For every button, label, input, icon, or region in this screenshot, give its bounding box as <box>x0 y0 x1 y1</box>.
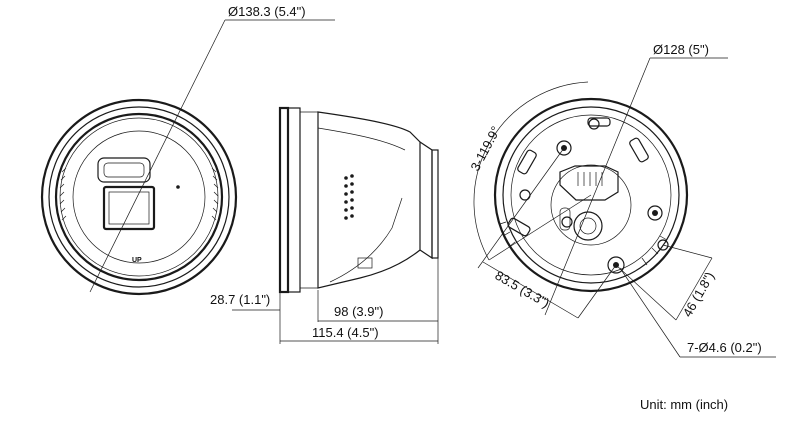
side-view: 28.7 (1.1") 98 (3.9") 115.4 (4.5") <box>210 106 439 344</box>
spacing-a-dim-line <box>482 261 579 319</box>
side-offset-label: 28.7 (1.1") <box>210 292 270 307</box>
front-ring-4 <box>59 117 219 277</box>
front-indicator <box>176 185 180 189</box>
base-slot-right <box>629 137 649 163</box>
base-diameter-label: Ø128 (5") <box>653 42 709 57</box>
base-angle-arc <box>473 81 589 261</box>
front-diameter-label: Ø138.3 (5.4") <box>228 4 306 19</box>
side-total-label: 115.4 (4.5") <box>312 325 379 340</box>
base-center-ring <box>550 164 632 246</box>
base-cable-bracket <box>559 165 619 201</box>
front-up-label: UP <box>132 257 142 264</box>
front-lens-window <box>102 185 156 231</box>
base-outer-ring <box>493 97 689 293</box>
front-view: UP Ø138.3 (5.4") <box>40 4 335 296</box>
spacing-b-dim-line <box>675 257 713 321</box>
base-cable-hole <box>573 211 603 241</box>
spacing-a-label: 83.5 (3.3") <box>493 268 553 311</box>
screw-holes-leader <box>619 267 681 358</box>
side-speaker-holes <box>344 174 354 220</box>
base-diameter-leader <box>544 57 651 316</box>
spacing-b-label: 46 (1.8") <box>680 269 718 319</box>
side-connector <box>357 257 373 269</box>
front-ring-2 <box>48 106 230 288</box>
front-left-vents <box>59 167 67 221</box>
base-angle-label: 3-119.9° <box>467 124 503 174</box>
front-outer-ring <box>40 98 238 296</box>
unit-note: Unit: mm (inch) <box>640 397 728 412</box>
side-back-plate <box>278 106 290 294</box>
side-depth-label: 98 (3.9") <box>334 304 383 319</box>
front-ir-window <box>97 157 151 183</box>
base-view: Ø128 (5") 3-119.9° 83.5 (3.3") 46 (1.8")… <box>467 42 776 358</box>
front-right-vents <box>211 167 219 221</box>
screw-holes-label: 7-Ø4.6 (0.2") <box>687 340 762 355</box>
front-inner-ring <box>72 130 206 264</box>
front-ring-3 <box>54 112 224 282</box>
base-slot-left <box>517 149 537 175</box>
base-ring-3 <box>510 114 672 276</box>
base-ring-2 <box>502 106 680 284</box>
side-dome-body <box>317 111 421 289</box>
front-diameter-leader <box>89 19 226 293</box>
side-front-cap <box>419 141 433 260</box>
base-screw-holes <box>519 118 669 274</box>
